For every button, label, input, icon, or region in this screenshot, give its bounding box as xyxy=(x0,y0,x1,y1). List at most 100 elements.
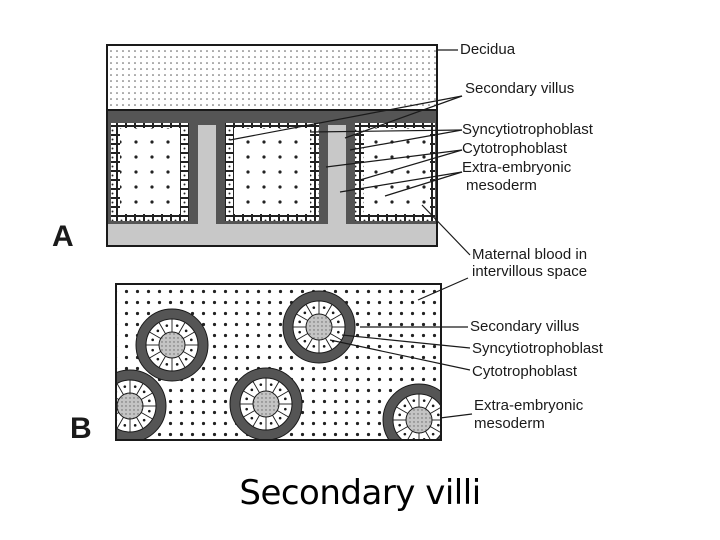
cell-nucleus xyxy=(175,324,179,327)
cell-nucleus xyxy=(133,424,137,427)
panel-a-letter: A xyxy=(52,220,74,253)
cell-wall xyxy=(158,322,166,334)
cell-nucleus xyxy=(117,391,118,393)
cell-nucleus xyxy=(190,338,193,342)
cell-nucleus xyxy=(109,410,112,413)
cell-wall xyxy=(136,417,144,429)
cell-wall xyxy=(325,338,333,350)
cell-wall xyxy=(252,415,260,427)
cell-nucleus xyxy=(422,399,426,402)
cell-nucleus xyxy=(312,306,316,309)
cell-nucleus xyxy=(184,357,188,361)
villus-cross-section xyxy=(229,367,303,439)
label-maternal-blood-2: intervillous space xyxy=(472,263,587,280)
cell-nucleus xyxy=(284,407,287,411)
cell-wall xyxy=(407,431,413,439)
label-syncytiotrophoblast-a: Syncytiotrophoblast xyxy=(462,121,594,138)
label-extra-embryonic-b: Extra-embryonic xyxy=(474,397,584,414)
label-mesoderm-a: mesoderm xyxy=(466,177,537,194)
cell-nucleus xyxy=(123,385,127,388)
cell-nucleus xyxy=(165,324,169,327)
label-decidua: Decidua xyxy=(460,41,516,58)
cell-wall xyxy=(183,331,195,339)
cell-wall xyxy=(430,426,440,433)
cell-nucleus xyxy=(142,390,146,394)
cell-nucleus xyxy=(175,363,179,366)
cell-nucleus xyxy=(148,409,151,413)
cell-wall xyxy=(141,392,153,400)
cell-wall xyxy=(141,412,153,420)
cell-nucleus xyxy=(437,413,440,417)
villi-cross-sections xyxy=(109,290,440,439)
leader-lines-b xyxy=(329,277,473,419)
label-secondary-villus-b: Secondary villus xyxy=(470,318,579,335)
label-syncytiotrophoblast-b: Syncytiotrophoblast xyxy=(472,340,604,357)
cell-nucleus xyxy=(165,363,169,366)
cell-nucleus xyxy=(303,311,307,315)
cell-nucleus xyxy=(250,388,254,392)
cell-wall xyxy=(183,351,195,359)
cell-wall xyxy=(430,407,440,414)
label-secondary-villus-a: Secondary villus xyxy=(465,80,574,97)
cell-wall xyxy=(425,397,433,409)
cell-nucleus xyxy=(259,422,263,425)
cell-nucleus xyxy=(337,320,340,324)
panel-b-letter: B xyxy=(70,412,92,445)
cell-nucleus xyxy=(278,388,282,392)
cell-nucleus xyxy=(398,413,401,417)
label-maternal-blood-1: Maternal blood in xyxy=(472,246,587,263)
cell-wall xyxy=(396,426,408,434)
cell-wall xyxy=(296,313,308,321)
villus-a-1 xyxy=(108,111,192,224)
figure-caption: Secondary villi xyxy=(239,473,481,513)
mesoderm-core xyxy=(405,406,433,434)
cell-nucleus xyxy=(269,383,273,386)
cell-nucleus xyxy=(151,338,154,342)
mesoderm-core xyxy=(117,392,144,420)
cell-wall xyxy=(252,381,260,393)
cell-wall xyxy=(325,304,333,316)
cell-nucleus xyxy=(269,422,273,425)
label-extra-embryonic-a: Extra-embryonic xyxy=(462,159,572,176)
cell-nucleus xyxy=(123,424,127,427)
cell-nucleus xyxy=(148,399,151,403)
cell-wall xyxy=(277,390,289,398)
cell-nucleus xyxy=(156,357,160,361)
cell-nucleus xyxy=(259,383,263,386)
label-cytotrophoblast-a: Cytotrophoblast xyxy=(462,140,568,157)
cell-nucleus xyxy=(412,438,416,439)
cell-nucleus xyxy=(398,423,401,427)
cell-nucleus xyxy=(303,339,307,343)
cell-nucleus xyxy=(245,407,248,411)
cell-wall xyxy=(425,431,431,439)
cell-wall xyxy=(330,333,342,341)
cell-nucleus xyxy=(337,330,340,334)
cell-nucleus xyxy=(298,320,301,324)
mesoderm-core xyxy=(305,313,333,341)
cell-wall xyxy=(117,383,124,395)
cell-wall xyxy=(305,338,313,350)
cell-wall xyxy=(117,417,124,429)
cell-wall xyxy=(296,333,308,341)
cell-nucleus xyxy=(156,329,160,333)
cell-wall xyxy=(330,313,342,321)
cell-wall xyxy=(243,410,255,418)
cell-nucleus xyxy=(422,438,426,439)
cell-nucleus xyxy=(312,345,316,348)
mesoderm-core xyxy=(158,331,186,359)
villus-cross-section xyxy=(109,369,167,439)
cell-nucleus xyxy=(331,311,335,315)
cell-nucleus xyxy=(412,399,416,402)
label-mesoderm-b: mesoderm xyxy=(474,415,545,432)
villus-cross-section xyxy=(135,308,209,382)
leader-lines-a xyxy=(229,49,471,256)
cell-wall xyxy=(272,415,280,427)
cell-nucleus xyxy=(184,329,188,333)
villus-cross-section xyxy=(382,383,440,439)
cell-nucleus xyxy=(142,418,146,422)
cell-nucleus xyxy=(190,348,193,352)
cell-nucleus xyxy=(322,345,326,348)
cell-wall xyxy=(277,410,289,418)
cell-nucleus xyxy=(403,404,407,408)
